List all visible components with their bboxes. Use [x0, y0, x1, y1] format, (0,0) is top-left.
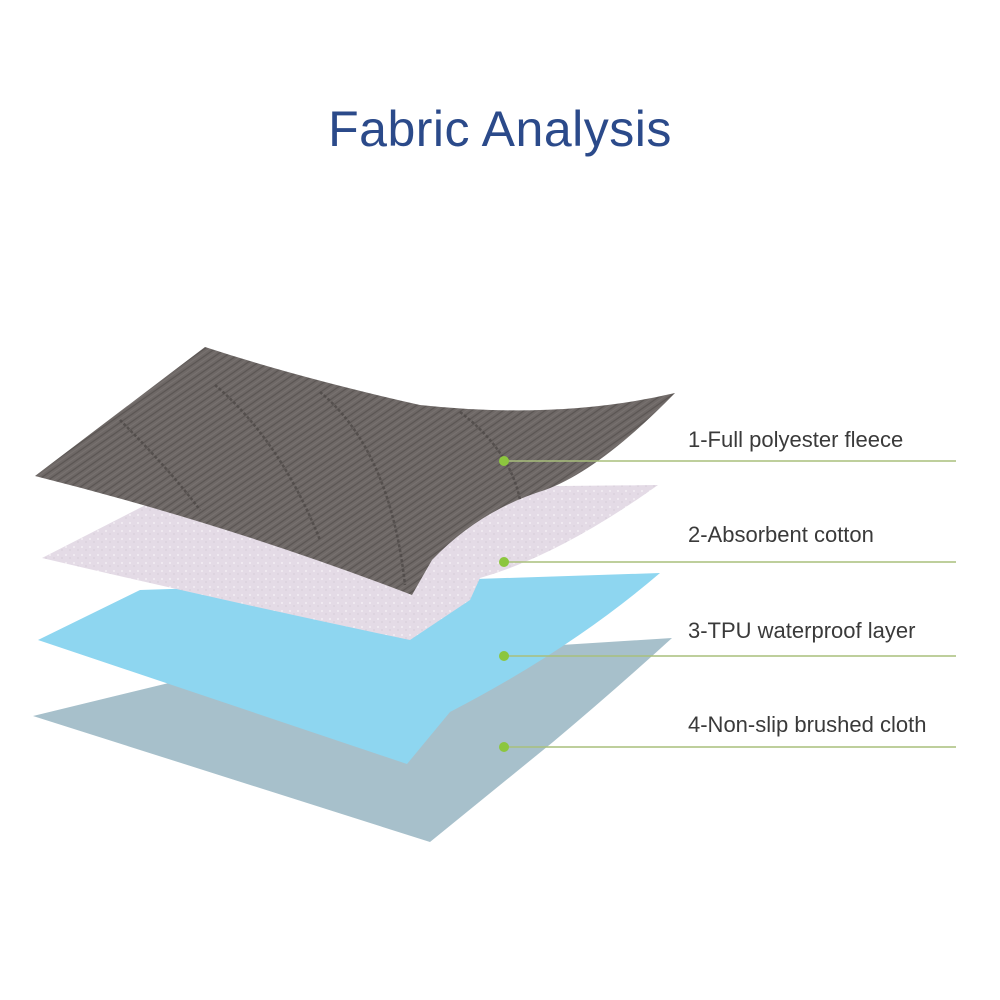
layer-markers: [499, 456, 509, 752]
layer-fleece: [35, 347, 675, 595]
layer-tpu: [38, 573, 660, 764]
fleece-quilt-seams: [119, 384, 522, 586]
marker-dot-3: [499, 651, 509, 661]
leader-lines: [504, 460, 956, 748]
marker-dot-2: [499, 557, 509, 567]
marker-dot-1: [499, 456, 509, 466]
layer-label-1: 1-Full polyester fleece: [688, 427, 904, 452]
layer-label-4: 4-Non-slip brushed cloth: [688, 712, 927, 737]
diagram-title: Fabric Analysis: [328, 101, 672, 157]
layer-label-2: 2-Absorbent cotton: [688, 522, 874, 547]
layer-label-3: 3-TPU waterproof layer: [688, 618, 916, 643]
marker-dot-4: [499, 742, 509, 752]
